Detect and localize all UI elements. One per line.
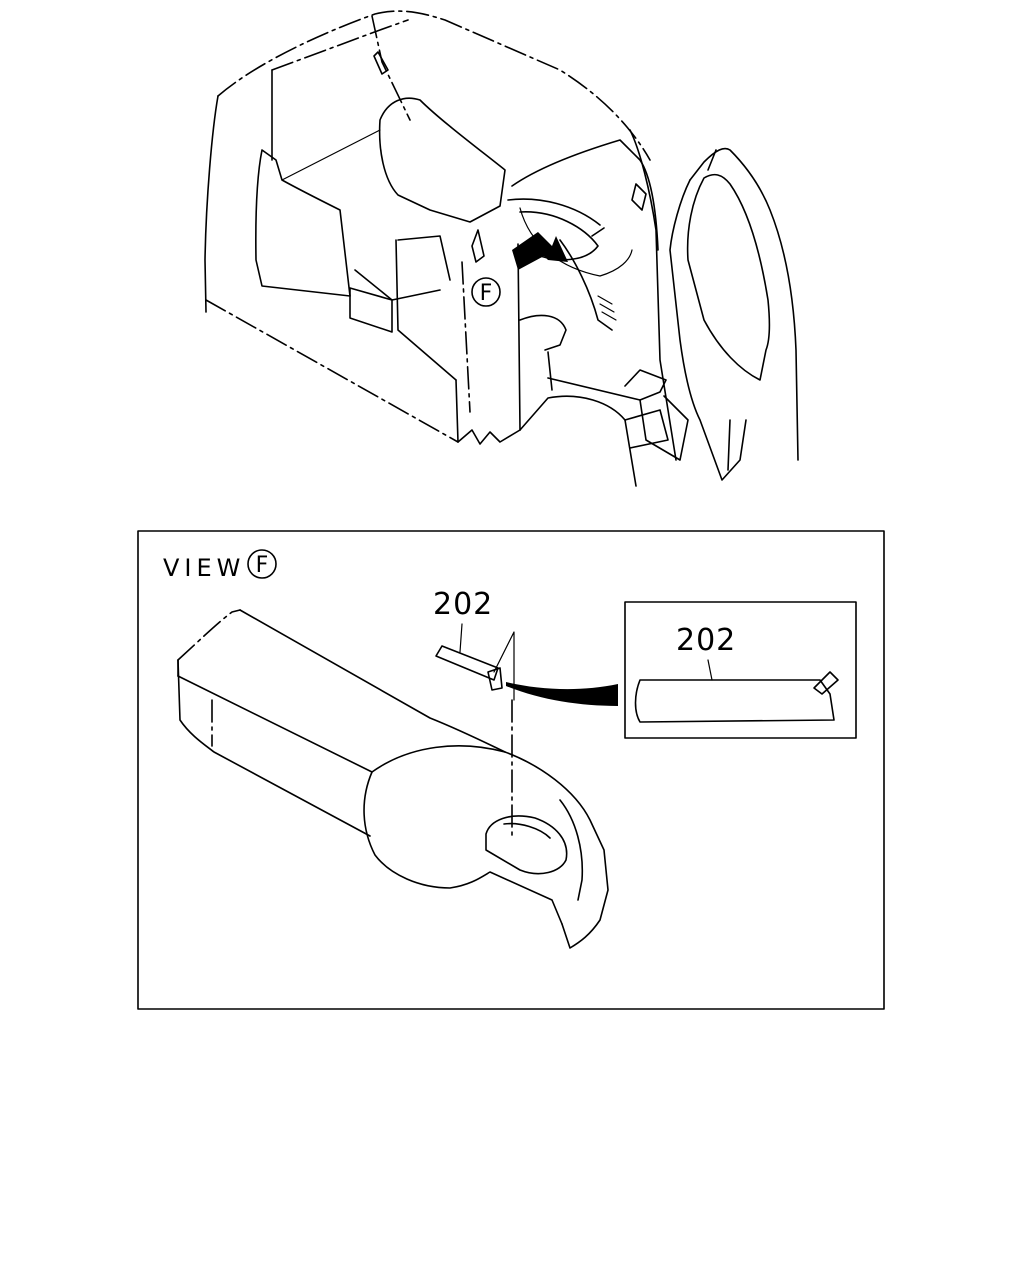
view-f-panel: VIEW F 202 bbox=[137, 530, 885, 1010]
vehicle-cab-illustration: F bbox=[204, 10, 799, 487]
inset-frame bbox=[624, 601, 857, 739]
detail-leader-wedge bbox=[506, 682, 618, 706]
view-title-marker-letter: F bbox=[256, 553, 269, 578]
view-marker-circle bbox=[471, 277, 501, 307]
view-title-marker-circle bbox=[247, 549, 277, 579]
inset-part-202-strip bbox=[634, 679, 835, 723]
view-direction-arrow bbox=[512, 232, 568, 270]
part-202-callout: 202 bbox=[433, 587, 618, 839]
view-title: VIEW bbox=[163, 554, 245, 582]
instrument-panel-drawing bbox=[177, 609, 609, 949]
part-number-label: 202 bbox=[433, 587, 493, 622]
inset-part-number-label: 202 bbox=[676, 623, 736, 658]
detail-inset: 202 bbox=[624, 601, 857, 739]
view-marker-letter: F bbox=[480, 281, 493, 306]
view-frame bbox=[137, 530, 885, 1010]
